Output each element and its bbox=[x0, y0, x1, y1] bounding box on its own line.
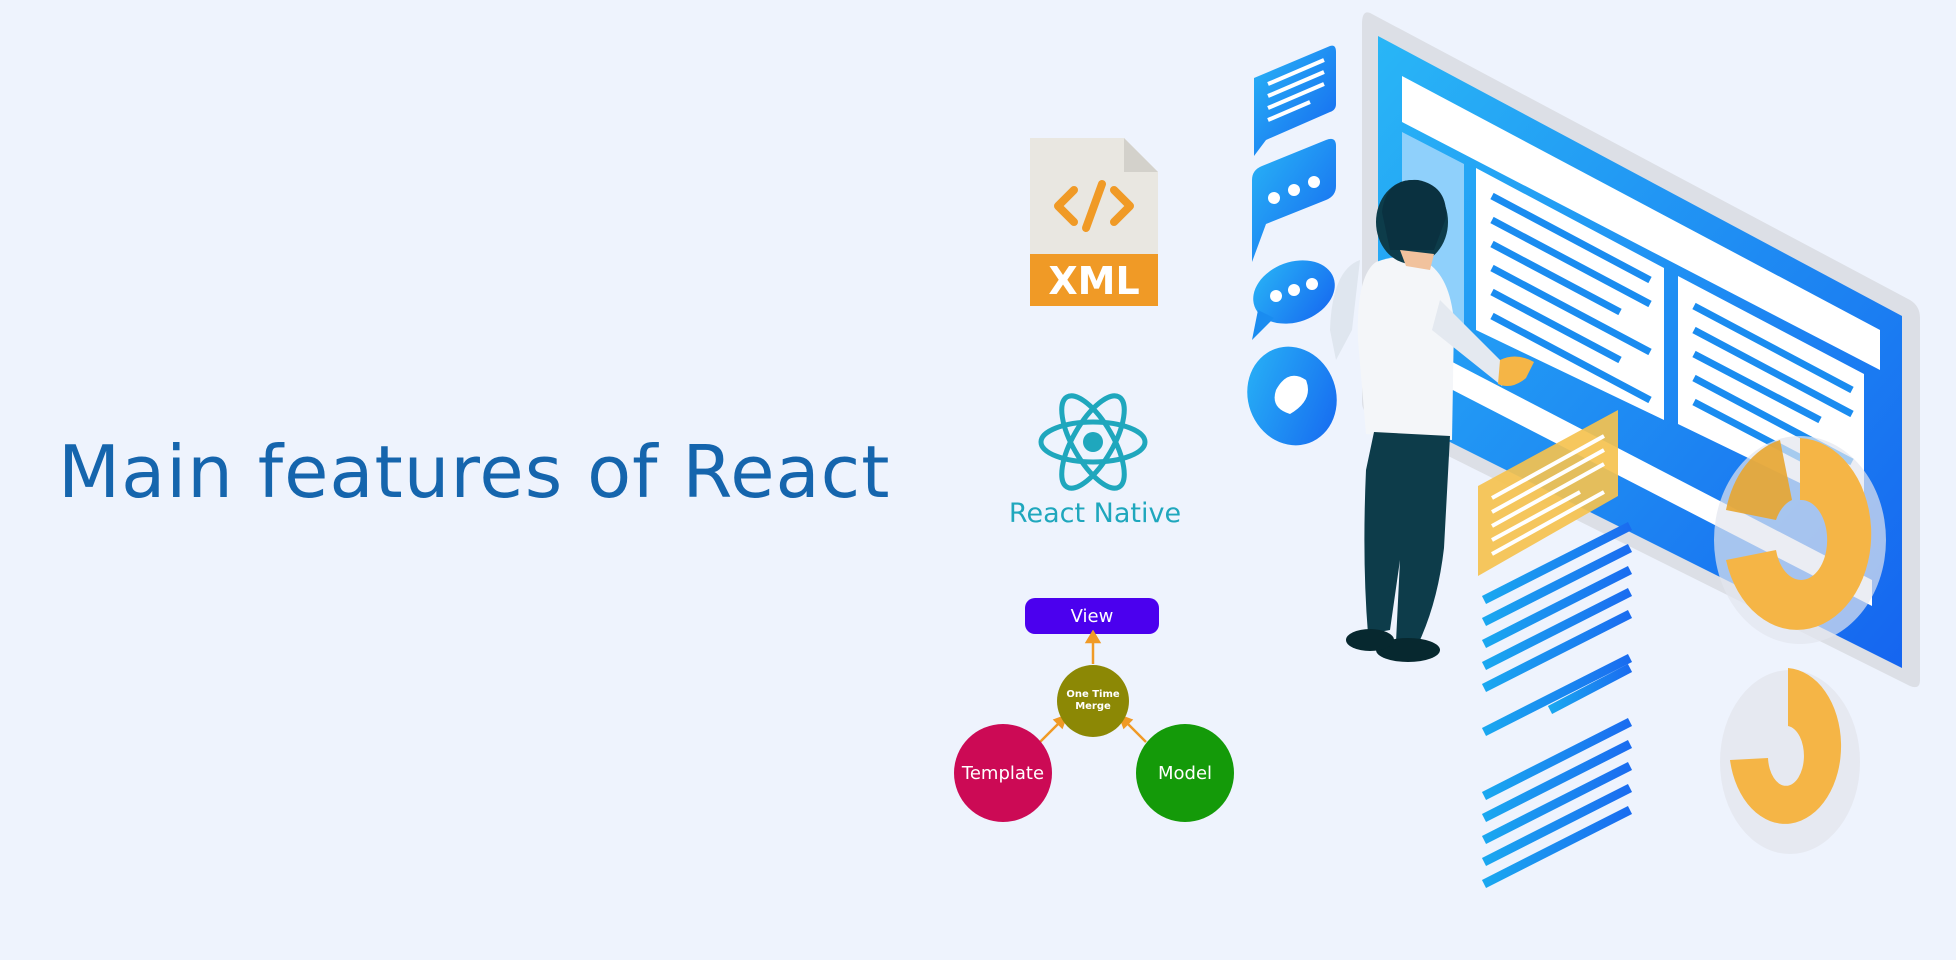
model-node: Model bbox=[1136, 724, 1234, 822]
view-node: View bbox=[1025, 598, 1159, 634]
code-stripes bbox=[1481, 521, 1633, 889]
chat-bubbles bbox=[1247, 45, 1337, 446]
xml-file-icon: XML bbox=[1030, 138, 1158, 306]
xml-label: XML bbox=[1048, 259, 1139, 303]
merge-line-1: One Time bbox=[1066, 689, 1120, 700]
page-title: Main features of React bbox=[58, 430, 891, 514]
merge-line-2: Merge bbox=[1075, 701, 1111, 712]
developer-illustration bbox=[1247, 12, 1920, 889]
template-node: Template bbox=[954, 724, 1052, 822]
one-time-merge-node: One Time Merge bbox=[1057, 665, 1129, 737]
diagram-arrows bbox=[1039, 630, 1147, 743]
react-native-label: React Native bbox=[1008, 498, 1182, 529]
developer-figure bbox=[1330, 179, 1534, 662]
yellow-note bbox=[1478, 410, 1618, 576]
donut-charts bbox=[1714, 436, 1886, 854]
react-atom-icon bbox=[1038, 393, 1148, 491]
